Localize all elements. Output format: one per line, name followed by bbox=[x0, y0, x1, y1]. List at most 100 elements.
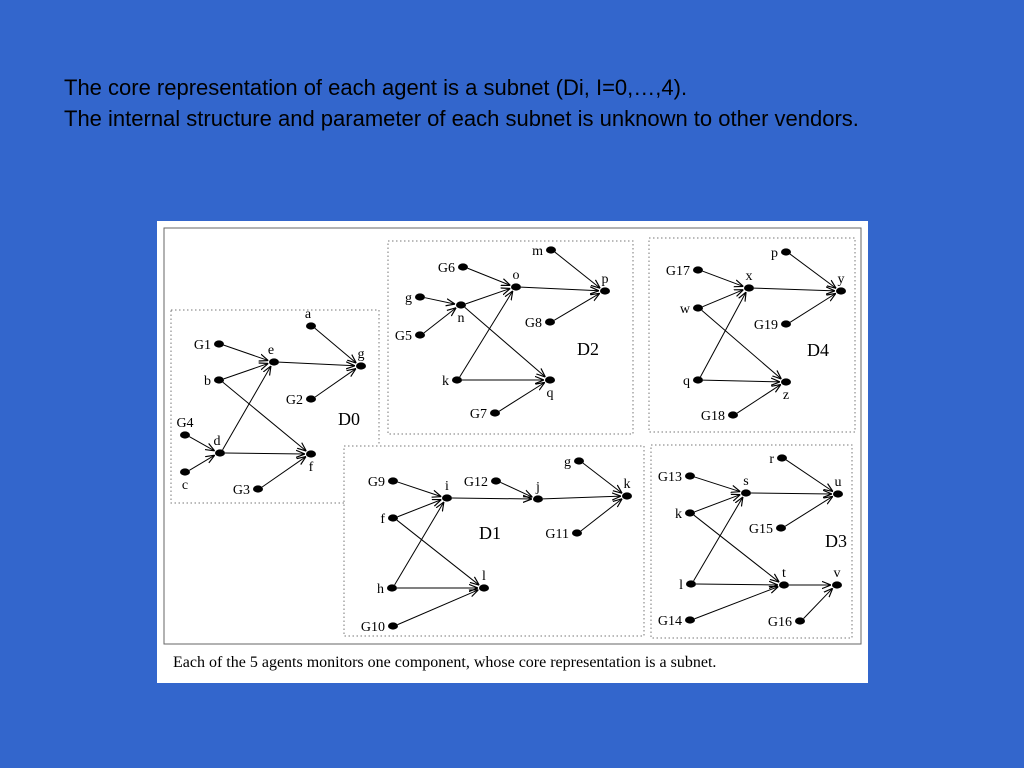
subnet-box bbox=[387, 240, 634, 435]
edge-l-t bbox=[695, 584, 778, 585]
node-q bbox=[545, 376, 555, 384]
edge-G9-i bbox=[397, 481, 442, 497]
node-w bbox=[693, 304, 703, 312]
node-d bbox=[215, 449, 225, 457]
edge-e-g bbox=[278, 362, 355, 366]
node-label: o bbox=[513, 268, 520, 283]
node-label: G9 bbox=[368, 475, 385, 490]
edge-q-z bbox=[702, 380, 780, 382]
edge-o-p bbox=[520, 287, 599, 291]
node-g bbox=[356, 362, 366, 370]
node-G6 bbox=[458, 263, 468, 271]
edge-G19-y bbox=[790, 293, 836, 323]
node-label: G14 bbox=[658, 614, 682, 629]
node-label: G13 bbox=[658, 470, 682, 485]
node-label: t bbox=[782, 566, 786, 581]
node-label: d bbox=[214, 434, 221, 449]
node-a bbox=[306, 322, 316, 330]
node-label: x bbox=[746, 269, 753, 284]
node-G9 bbox=[388, 477, 398, 485]
node-o bbox=[511, 283, 521, 291]
edge-G3-f bbox=[261, 457, 306, 488]
node-r bbox=[777, 454, 787, 462]
node-G19 bbox=[781, 320, 791, 328]
edge-a-g bbox=[314, 327, 356, 363]
node-G12 bbox=[491, 477, 501, 485]
node-label: v bbox=[834, 566, 841, 581]
subnet-label: D4 bbox=[807, 340, 829, 360]
node-label: G5 bbox=[395, 329, 412, 344]
edge-n-q bbox=[464, 306, 546, 377]
edge-d-f bbox=[224, 453, 305, 454]
node-label: e bbox=[268, 343, 274, 358]
subnet-box bbox=[650, 444, 853, 639]
node-label: q bbox=[683, 374, 690, 389]
figure-caption: Each of the 5 agents monitors one compon… bbox=[173, 654, 716, 671]
node-g bbox=[574, 457, 584, 465]
node-e bbox=[269, 358, 279, 366]
node-i bbox=[442, 494, 452, 502]
node-label: q bbox=[547, 386, 554, 401]
node-label: g bbox=[405, 291, 412, 306]
edge-G8-p bbox=[554, 293, 599, 321]
edge-r-u bbox=[785, 459, 833, 492]
node-q bbox=[693, 376, 703, 384]
edge-c-d bbox=[189, 455, 214, 471]
figure-frame bbox=[163, 227, 862, 645]
node-l bbox=[479, 584, 489, 592]
edge-q-x bbox=[699, 292, 746, 378]
node-label: G3 bbox=[233, 483, 250, 498]
edge-f-i bbox=[397, 500, 442, 518]
node-label: G12 bbox=[464, 475, 488, 490]
node-label: g bbox=[564, 455, 571, 470]
node-label: G6 bbox=[438, 261, 455, 276]
edge-k-t bbox=[693, 514, 779, 582]
edge-l-s bbox=[693, 497, 743, 582]
node-m bbox=[546, 246, 556, 254]
node-label: f bbox=[380, 512, 385, 527]
node-G5 bbox=[415, 331, 425, 339]
node-label: a bbox=[305, 307, 312, 322]
edge-G12-j bbox=[500, 481, 533, 497]
node-label: u bbox=[835, 475, 842, 490]
subnet-label: D1 bbox=[479, 523, 501, 543]
subnet-label: D3 bbox=[825, 531, 847, 551]
subnet-box bbox=[648, 237, 856, 433]
node-label: G11 bbox=[545, 527, 569, 542]
edge-G18-z bbox=[736, 384, 781, 414]
node-k bbox=[685, 509, 695, 517]
node-f bbox=[388, 514, 398, 522]
node-label: i bbox=[445, 479, 449, 494]
node-s bbox=[741, 489, 751, 497]
node-G10 bbox=[388, 622, 398, 630]
node-label: G7 bbox=[470, 407, 487, 422]
edge-f-l bbox=[396, 519, 479, 585]
edge-G15-u bbox=[785, 496, 833, 527]
edge-m-p bbox=[554, 251, 600, 288]
node-label: G16 bbox=[768, 615, 792, 630]
node-label: p bbox=[602, 272, 609, 287]
node-label: j bbox=[535, 480, 540, 495]
edge-G1-e bbox=[223, 344, 269, 360]
node-G3 bbox=[253, 485, 263, 493]
node-label: G1 bbox=[194, 338, 211, 353]
node-label: w bbox=[680, 302, 691, 317]
node-label: G19 bbox=[754, 318, 778, 333]
edge-n-o bbox=[465, 288, 511, 305]
node-G8 bbox=[545, 318, 555, 326]
edge-G2-g bbox=[314, 369, 356, 398]
node-g bbox=[415, 293, 425, 301]
edge-d-e bbox=[222, 366, 271, 451]
slide-text-line-2: The internal structure and parameter of … bbox=[64, 106, 859, 131]
node-label: G2 bbox=[286, 393, 303, 408]
node-label: m bbox=[532, 244, 543, 259]
node-t bbox=[779, 581, 789, 589]
node-G2 bbox=[306, 395, 316, 403]
edge-g-k bbox=[582, 462, 622, 493]
node-x bbox=[744, 284, 754, 292]
